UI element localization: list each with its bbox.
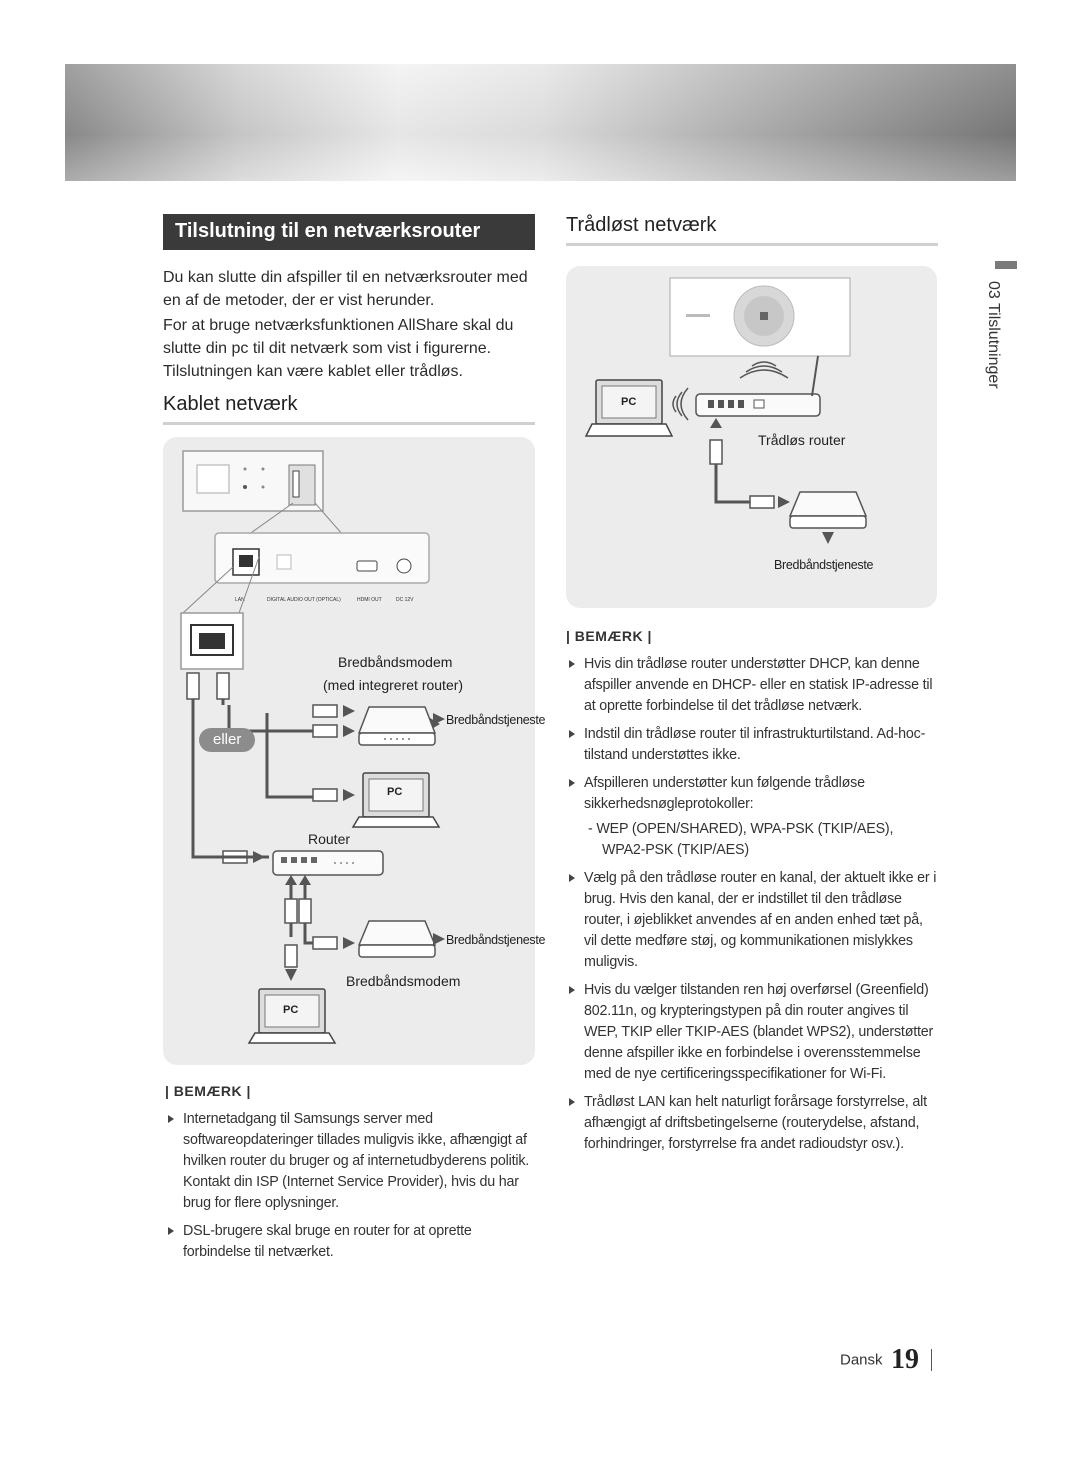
lan-port-closeup (180, 612, 244, 670)
wireless-router-label: Trådløs router (758, 432, 846, 448)
broadband-modem (788, 491, 868, 529)
hdmi-out-port-label: HDMI OUT (357, 597, 382, 603)
broadband-service-label-1: Bredbåndstjeneste (446, 713, 546, 727)
player-rear-panel: LAN DIGITAL AUDIO OUT (OPTICAL) HDMI OUT… (214, 532, 430, 603)
section-title: Tilslutning til en netværksrouter (163, 214, 535, 250)
note-item: Afspilleren understøtter kun følgende tr… (566, 773, 938, 815)
broadband-service-label-2: Bredbåndstjeneste (446, 933, 546, 947)
footer-language: Dansk (840, 1351, 883, 1369)
note-item: Trådløst LAN kan helt naturligt forårsag… (566, 1092, 938, 1155)
lan-port-label: LAN (235, 597, 245, 603)
broadband-service-label: Bredbåndstjeneste (774, 558, 874, 572)
right-column: Trådløst netværk (566, 214, 938, 246)
wireless-network-diagram: PC Trådløs router Bredbåndstjeneste (566, 266, 937, 608)
pc-label-2: PC (283, 1004, 299, 1016)
player-front (182, 450, 324, 512)
note-item: Hvis din trådløse router understøtter DH… (566, 654, 938, 717)
note-item: Indstil din trådløse router til infrastr… (566, 724, 938, 766)
note-subitem: - WEP (OPEN/SHARED), WPA-PSK (TKIP/AES),… (588, 821, 894, 858)
wired-note-list: Internetadgang til Samsungs server med s… (165, 1109, 535, 1263)
wireless-note-list: Hvis din trådløse router understøtter DH… (566, 654, 938, 1155)
wired-notes: | BEMÆRK | Internetadgang til Samsungs s… (165, 1083, 535, 1270)
footer-divider (931, 1349, 933, 1371)
pc-label: PC (621, 396, 637, 408)
digital-audio-port-label: DIGITAL AUDIO OUT (OPTICAL) (267, 597, 341, 603)
player-front (669, 277, 851, 357)
or-badge: eller (199, 728, 256, 752)
header-banner (65, 64, 1016, 181)
wireless-network-heading: Trådløst netværk (566, 214, 938, 246)
integrated-router-label: (med integreret router) (323, 677, 464, 693)
chapter-tab-marker (995, 261, 1017, 269)
left-column: Tilslutning til en netværksrouter Du kan… (163, 214, 535, 425)
intro-paragraph-2: For at bruge netværksfunktionen AllShare… (163, 317, 514, 380)
pc-laptop-2 (247, 988, 337, 1044)
note-item: DSL-brugere skal bruge en router for at … (165, 1221, 535, 1263)
router-label: Router (308, 831, 351, 847)
note-item: Vælg på den trådløse router en kanal, de… (566, 868, 938, 973)
pc-label-1: PC (387, 786, 403, 798)
note-item: Hvis du vælger tilstanden ren høj overfø… (566, 980, 938, 1085)
broadband-modem-top (357, 706, 437, 746)
page-footer: Dansk 19 (840, 1344, 933, 1376)
wired-network-heading: Kablet netværk (163, 393, 535, 425)
wireless-router (695, 355, 821, 417)
wired-network-diagram: LAN DIGITAL AUDIO OUT (OPTICAL) HDMI OUT… (163, 437, 545, 1065)
broadband-modem-2 (357, 920, 437, 958)
broadband-modem-label-2: Bredbåndsmodem (346, 973, 461, 989)
pc-laptop-1 (351, 772, 441, 828)
wireless-notes: | BEMÆRK | Hvis din trådløse router unde… (566, 628, 938, 1162)
note-title-right: | BEMÆRK | (566, 628, 652, 644)
dc-port-label: DC 12V (396, 597, 414, 603)
page-number: 19 (890, 1344, 919, 1375)
note-item: Internetadgang til Samsungs server med s… (165, 1109, 535, 1214)
broadband-modem-label: Bredbåndsmodem (338, 654, 453, 670)
intro-paragraph-1: Du kan slutte din afspiller til en netvæ… (163, 269, 528, 309)
chapter-tab-label: 03 Tilslutninger (985, 281, 1002, 389)
pc-laptop (584, 379, 674, 437)
note-title-left: | BEMÆRK | (165, 1083, 251, 1099)
router-device (272, 850, 384, 876)
